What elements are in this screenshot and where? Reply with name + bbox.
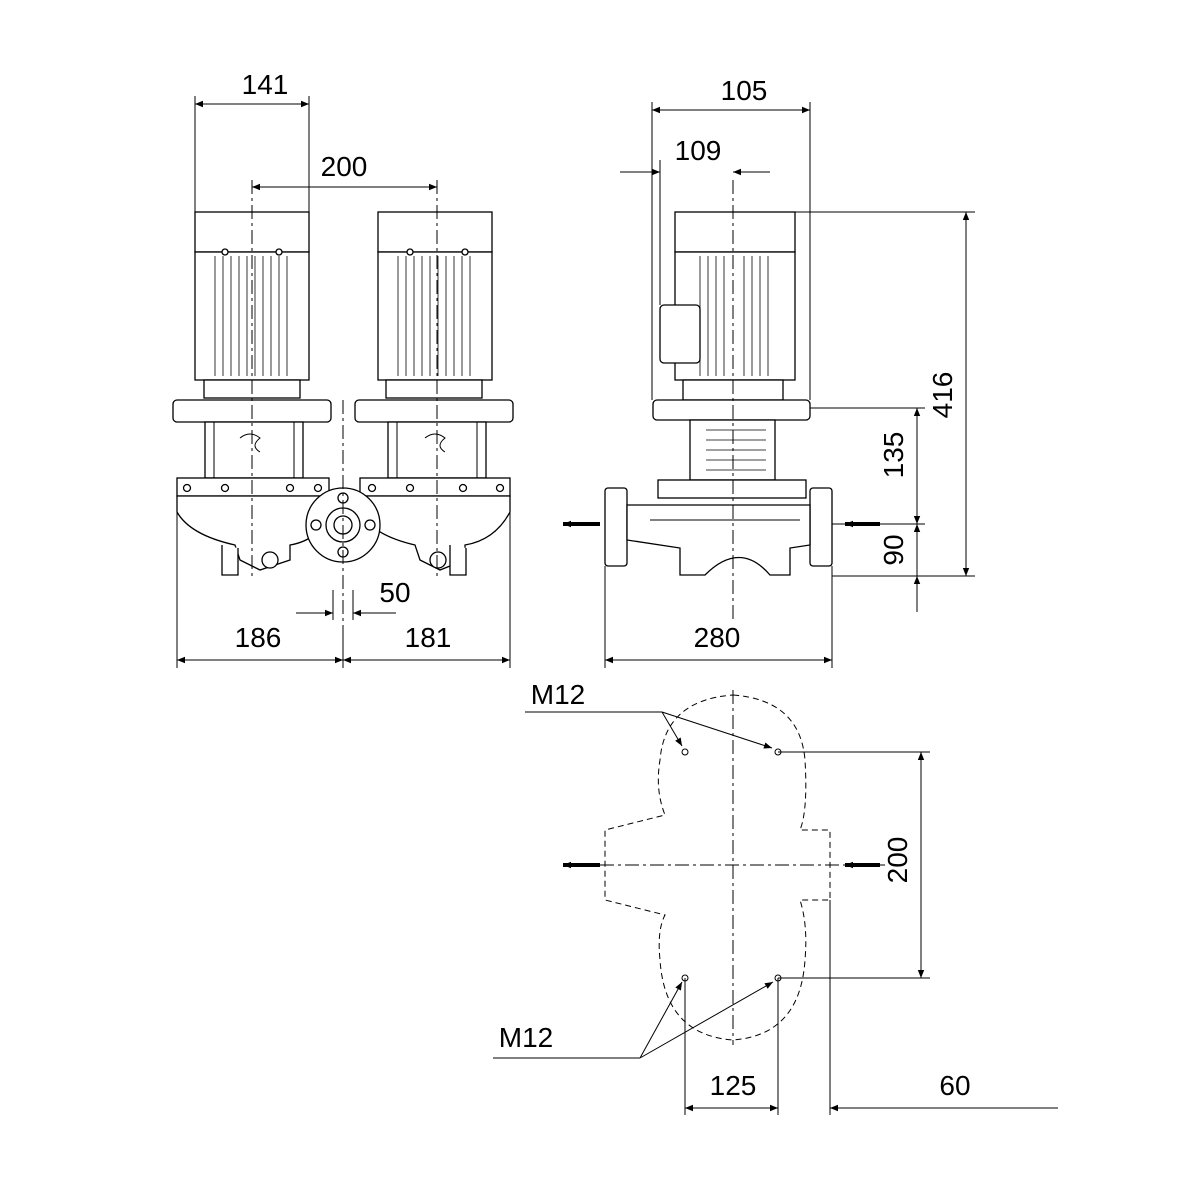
dim-141: 141 [242,69,289,100]
pump-side-view: 105 109 416 135 90 280 [563,75,975,668]
thread-label-top: M12 [531,679,585,710]
dim-416: 416 [927,372,958,419]
dim-90: 90 [878,534,909,565]
terminal-box [659,304,701,364]
dim-135: 135 [878,432,909,479]
dim-280: 280 [694,622,741,653]
footprint-view: M12 M12 200 125 60 [493,679,1058,1115]
dim-60: 60 [939,1070,970,1101]
dim-105: 105 [721,75,768,106]
twin-pump-front-view: 141 200 50 186 181 [172,69,514,668]
dim-186: 186 [235,622,282,653]
dim-109: 109 [675,135,722,166]
dim-200-top: 200 [321,151,368,182]
dim-125: 125 [710,1070,757,1101]
dim-181: 181 [405,622,452,653]
dim-50: 50 [379,577,410,608]
right-motor [377,211,493,399]
dim-200-side: 200 [882,837,913,884]
thread-label-bottom: M12 [499,1022,553,1053]
